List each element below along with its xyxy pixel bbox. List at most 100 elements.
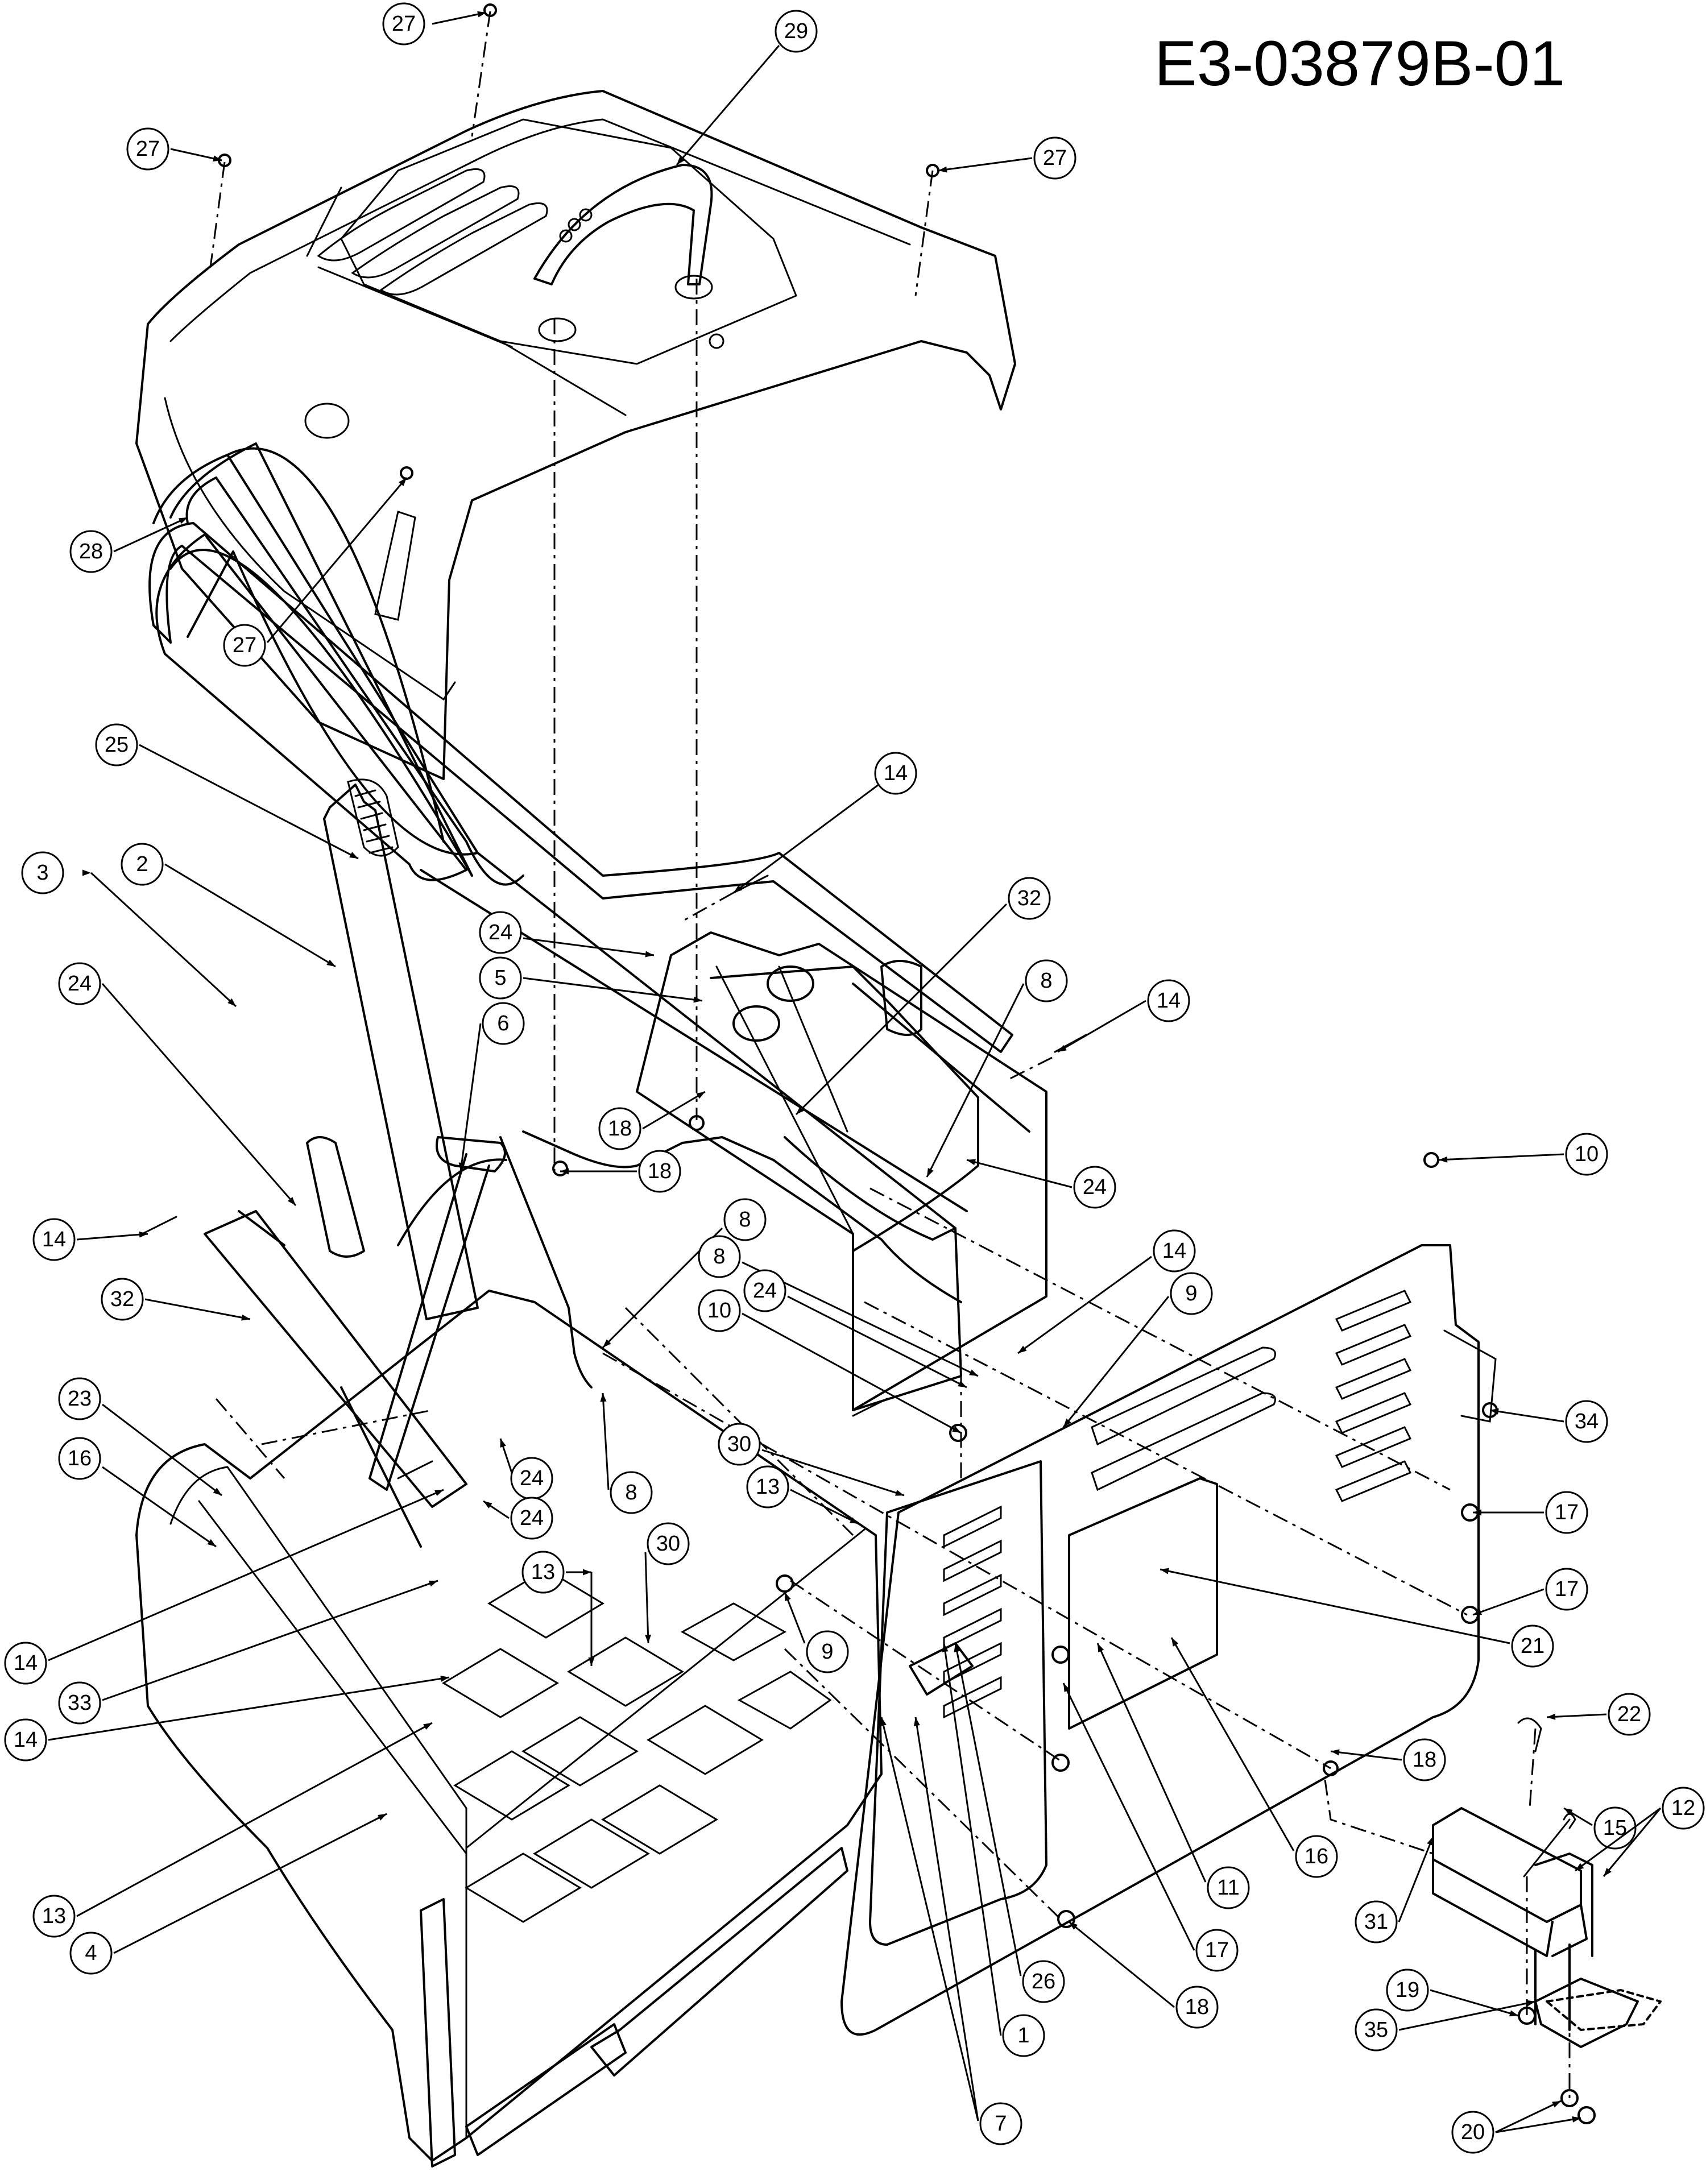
callout-arrowhead (139, 1231, 148, 1238)
callout-number: 20 (1461, 2120, 1485, 2144)
callout-30: 30 (644, 1522, 690, 1644)
callout-leader (1495, 2117, 1581, 2133)
callout-arrowhead (560, 1168, 569, 1175)
callout-arrowhead (1473, 1609, 1482, 1615)
callout-arrowhead (82, 869, 91, 876)
callout-arrowhead (207, 1539, 216, 1547)
callout-21: 21 (1160, 1568, 1554, 1668)
callout-arrowhead (213, 155, 222, 162)
callout-arrowhead (582, 1569, 591, 1576)
callout-circle (1403, 1738, 1446, 1781)
callout-number: 32 (1017, 886, 1041, 910)
callout-number: 22 (1617, 1702, 1641, 1726)
callout-circle (58, 962, 101, 1005)
callout-arrowhead (645, 1634, 652, 1643)
callout-circle (1355, 2008, 1398, 2052)
callout-17: 17 (1473, 1491, 1588, 1534)
callout-arrowhead (213, 1487, 222, 1495)
callout-number: 34 (1575, 1410, 1599, 1433)
callout-number: 14 (1162, 1239, 1186, 1263)
callout-arrowhead (1098, 1643, 1104, 1652)
callout-circle (1511, 1624, 1554, 1668)
callout-number: 27 (392, 12, 416, 36)
callout-circle (58, 1377, 101, 1420)
callout-leader (266, 477, 408, 643)
callout-16: 16 (1170, 1637, 1338, 1878)
callout-circle (1170, 1272, 1213, 1315)
callout-number: 2 (136, 852, 148, 876)
callout-circle (482, 1002, 525, 1045)
callout-circle (598, 1107, 641, 1150)
callout-leader (1438, 1153, 1564, 1161)
callout-leader (795, 903, 1008, 1116)
callout-leader (926, 983, 1025, 1178)
callout-arrowhead (1160, 1568, 1169, 1574)
callout-18: 18 (1330, 1738, 1446, 1781)
callout-number: 6 (497, 1012, 509, 1035)
callout-number: 14 (14, 1651, 38, 1675)
callout-number: 18 (1413, 1748, 1436, 1772)
callout-leader (954, 1643, 1022, 1976)
callout-number: 8 (739, 1208, 751, 1232)
callout-circle (806, 1630, 849, 1673)
callout-arrowhead (1018, 1345, 1027, 1353)
callout-number: 14 (1157, 989, 1181, 1013)
callout-leader (642, 1091, 706, 1130)
callout-number: 24 (1083, 1175, 1107, 1199)
callout-circle (69, 530, 113, 573)
callout-circle (1147, 979, 1190, 1022)
callout-30: 30 (718, 1423, 905, 1497)
callout-arrowhead (287, 1197, 296, 1205)
callout-arrowhead (958, 1381, 967, 1387)
callout-8: 8 (602, 1198, 767, 1349)
callout-leader (144, 1298, 251, 1320)
callout-leader (676, 45, 780, 165)
callout-circle (223, 624, 266, 667)
callout-arrowhead (942, 1643, 949, 1652)
callout-circle (479, 911, 522, 954)
callout-circle (1545, 1568, 1588, 1611)
callout-arrowhead (938, 166, 947, 173)
callout-28: 28 (69, 516, 188, 573)
callout-leader (1062, 1296, 1170, 1428)
callout-14: 14 (1017, 1229, 1196, 1354)
callout-1: 1 (942, 1643, 1045, 2057)
callout-leader (432, 11, 487, 25)
callout-circle (1073, 1166, 1116, 1209)
callout-circle (723, 1198, 767, 1241)
callout-circle (58, 1437, 101, 1480)
callout-circle (1008, 877, 1051, 920)
callout-number: 17 (1555, 1577, 1579, 1601)
callout-number: 10 (707, 1299, 731, 1323)
callout-leader (48, 1489, 444, 1661)
callout-number: 29 (784, 19, 808, 43)
callout-8: 8 (698, 1235, 979, 1377)
callout-circle (1355, 1900, 1398, 1943)
callout-number: 26 (1032, 1970, 1055, 1994)
callout-arrowhead (241, 1314, 250, 1321)
callout-24: 24 (966, 1159, 1116, 1209)
callout-number: 14 (14, 1728, 38, 1752)
callout-arrowhead (1171, 1638, 1179, 1647)
callout-circle (775, 10, 818, 53)
callout-number: 24 (68, 972, 92, 996)
callout-circle (1662, 1787, 1705, 1830)
callout-number: 9 (821, 1640, 833, 1664)
callout-leader (1398, 1836, 1434, 1922)
callout-number: 16 (68, 1447, 92, 1470)
callout-leader (1017, 1255, 1152, 1354)
callout-arrowhead (696, 1092, 705, 1099)
callout-circle (4, 1718, 47, 1762)
callout-arrowhead (483, 1501, 492, 1509)
callout-10: 10 (1438, 1133, 1608, 1176)
callout-25: 25 (95, 723, 359, 860)
callout-number: 16 (1305, 1845, 1328, 1868)
callout-circle (1386, 1968, 1429, 2012)
callout-8: 8 (926, 959, 1068, 1178)
callout-14: 14 (32, 1218, 148, 1261)
callout-arrowhead (1439, 1156, 1448, 1163)
handle-frame (148, 442, 1013, 1053)
callout-circle (718, 1423, 761, 1466)
callout-circle (1033, 136, 1076, 180)
callout-leader (1398, 2000, 1536, 2031)
